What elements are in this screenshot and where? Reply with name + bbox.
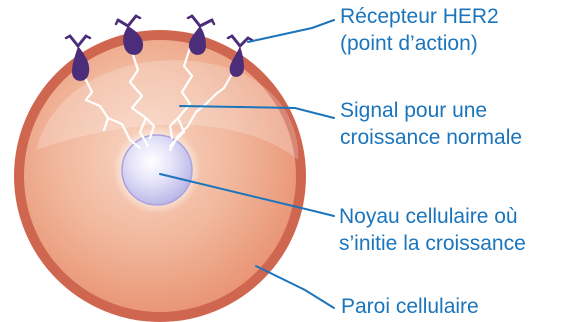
growth-signal-label-line1: Signal pour une [340,97,522,124]
nucleus [113,126,201,214]
growth-signal-label-line2: croissance normale [340,124,522,151]
her2-receptor-label: Récepteur HER2 (point d’action) [340,3,499,57]
nucleus-label-line2: s’initie la croissance [339,230,526,257]
growth-signal-label: Signal pour une croissance normale [340,97,522,151]
cell-wall-label-line1: Paroi cellulaire [341,293,479,320]
wall-leader-line [256,266,334,308]
nucleus-label: Noyau cellulaire où s’initie la croissan… [339,203,526,257]
nucleus-body [122,135,192,205]
her2-receptor-label-line1: Récepteur HER2 [340,3,499,30]
nucleus-label-line1: Noyau cellulaire où [339,203,526,230]
her2-receptor-label-line2: (point d’action) [340,30,499,57]
cell-wall-label: Paroi cellulaire [341,293,479,320]
receptor-leader-line [248,20,334,42]
